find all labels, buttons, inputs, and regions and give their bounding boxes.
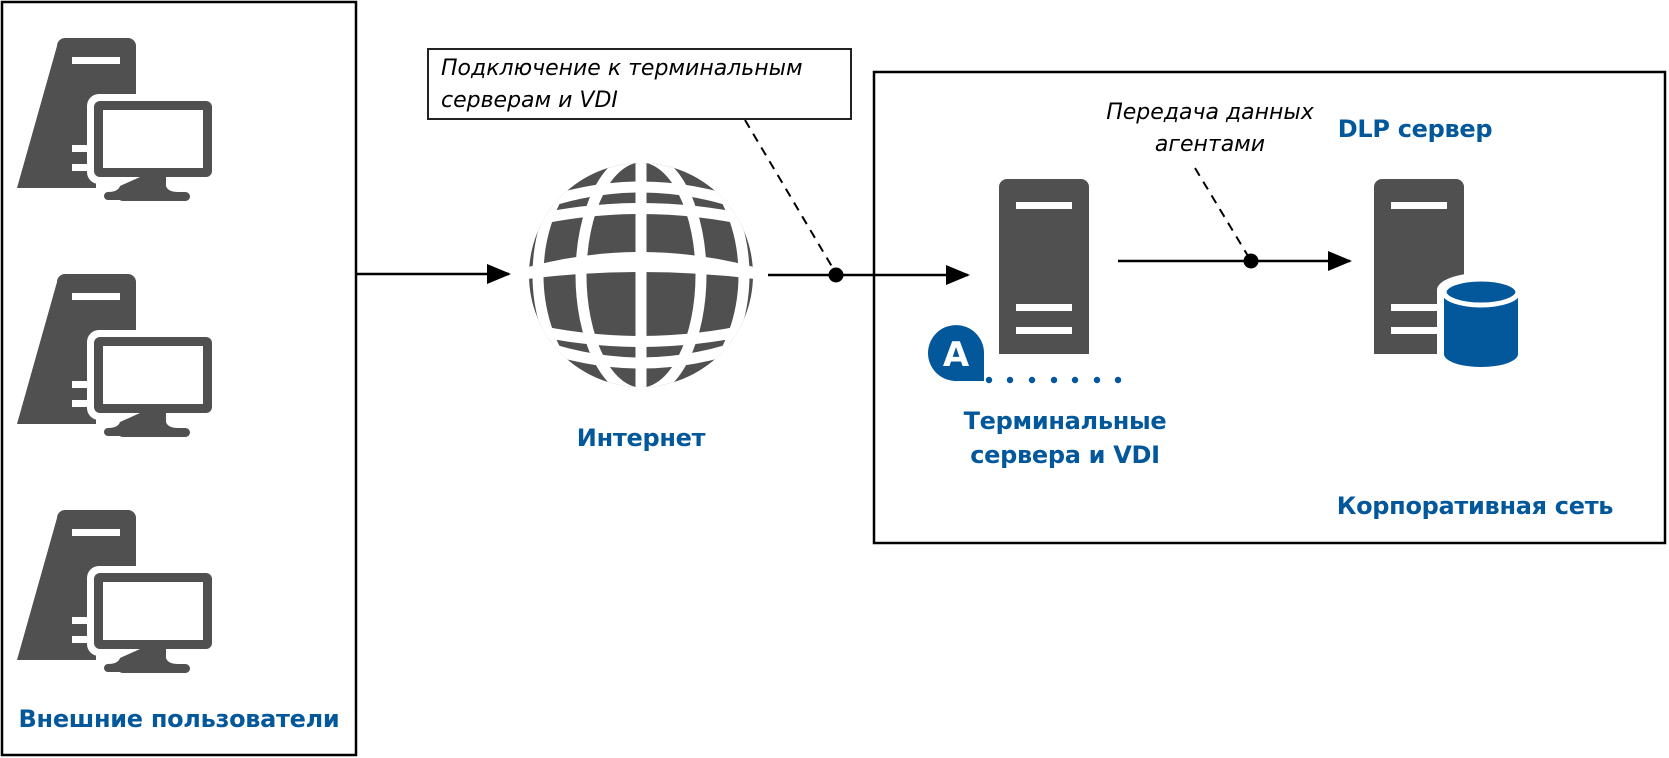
terminal-servers-label-line1: Терминальные xyxy=(963,407,1167,435)
dlp-server-icon xyxy=(1374,179,1464,354)
corporate-network-label: Корпоративная сеть xyxy=(1336,492,1614,520)
external-users-group-box xyxy=(0,0,358,757)
connection-note-leader xyxy=(744,119,835,271)
connection-note-line2: серверам и VDI xyxy=(441,88,618,113)
connection-note-line1: Подключение к терминальным xyxy=(441,56,803,81)
terminal-server-icon xyxy=(999,179,1089,354)
corporate-network-group-box xyxy=(872,70,1667,545)
database-icon xyxy=(1437,273,1525,373)
internet-label: Интернет xyxy=(576,424,706,452)
agent-dotted-line xyxy=(985,376,1122,384)
connection-point-dot xyxy=(828,267,844,283)
transfer-note-line1: Передача данных xyxy=(1106,100,1314,125)
transfer-note-line2: агентами xyxy=(1154,132,1266,157)
terminal-servers-label: Терминальные сервера и VDI xyxy=(930,404,1200,472)
globe-icon xyxy=(529,163,753,387)
agent-badge-letter: A xyxy=(943,335,970,375)
agent-badge: A xyxy=(928,325,985,382)
external-users-label: Внешние пользователи xyxy=(18,705,340,733)
transfer-note: Передача данных агентами xyxy=(1080,97,1340,161)
terminal-servers-label-line2: сервера и VDI xyxy=(970,441,1160,469)
transfer-note-leader xyxy=(1194,167,1249,257)
connection-note-box: Подключение к терминальным серверам и VD… xyxy=(427,48,852,120)
dlp-server-label: DLP сервер xyxy=(1337,115,1493,143)
workstation-icon xyxy=(17,510,219,673)
workstation-icon xyxy=(17,274,219,437)
transfer-point-dot xyxy=(1243,253,1259,269)
workstation-icon xyxy=(17,38,219,201)
